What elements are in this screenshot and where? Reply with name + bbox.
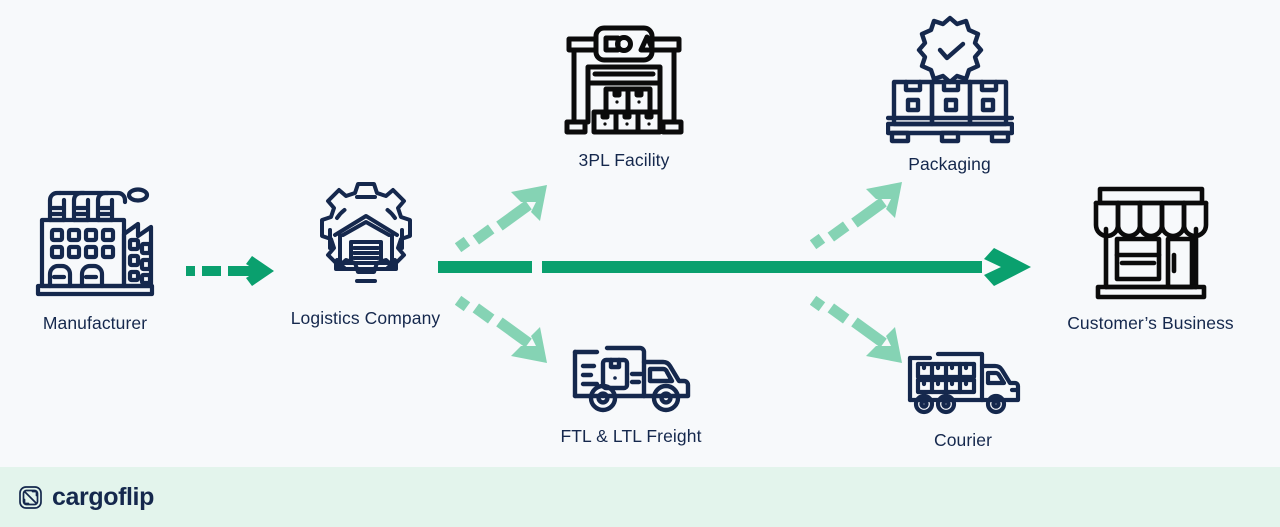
node-courier: Courier: [893, 348, 1033, 451]
node-label-3pl-facility: 3PL Facility: [578, 150, 670, 170]
warehouse-shelving-icon: [563, 22, 685, 140]
node-customers-business: Customer’s Business: [1048, 183, 1253, 334]
arrow-logistics-to-freight: [454, 293, 555, 365]
flow-diagram-canvas: Manufacturer: [10, 14, 1253, 451]
pallet-boxes-check-icon: [885, 14, 1014, 144]
cargoflip-wordmark: cargoflip: [52, 482, 154, 511]
storefront-icon: [1090, 183, 1212, 303]
arrow-logistics-to-3pl: [454, 183, 555, 255]
arrow-to-packaging: [809, 180, 910, 252]
node-label-courier: Courier: [933, 430, 993, 450]
node-label-manufacturer: Manufacturer: [42, 313, 148, 333]
node-label-packaging: Packaging: [908, 154, 991, 174]
node-label-ftl-ltl-freight: FTL & LTL Freight: [560, 426, 702, 446]
arrow-to-courier: [809, 293, 910, 365]
courier-truck-icon: [904, 348, 1022, 420]
cargoflip-mark-icon: [18, 485, 43, 510]
node-manufacturer: Manufacturer: [10, 178, 180, 334]
factory-icon: [34, 178, 156, 303]
node-3pl-facility: 3PL Facility: [535, 22, 713, 171]
node-packaging: Packaging: [872, 14, 1027, 175]
arrow-manufacturer-to-logistics: [186, 255, 278, 287]
cargoflip-brand[interactable]: cargoflip: [18, 483, 154, 512]
node-label-customers-business: Customer’s Business: [1067, 313, 1234, 333]
arrow-logistics-to-customer-main: [438, 247, 1038, 287]
node-ftl-ltl-freight: FTL & LTL Freight: [545, 340, 717, 447]
gear-warehouse-icon: [307, 180, 425, 298]
node-label-logistics-company: Logistics Company: [290, 308, 441, 328]
footer-bar: cargoflip: [0, 467, 1280, 527]
node-logistics-company: Logistics Company: [268, 180, 463, 329]
delivery-truck-icon: [569, 340, 693, 416]
